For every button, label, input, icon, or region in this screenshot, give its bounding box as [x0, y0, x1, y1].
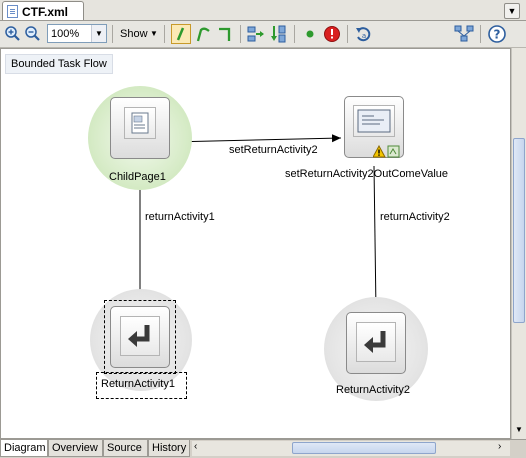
flow-edges	[136, 134, 380, 312]
scroll-left-icon[interactable]: ‹	[194, 441, 198, 452]
return-icon	[120, 316, 160, 356]
toolbar-separator	[240, 25, 241, 43]
toolbar-separator	[347, 25, 348, 43]
zoom-in-icon[interactable]	[4, 24, 22, 44]
tab-history[interactable]: History	[148, 440, 190, 457]
default-activity-icon[interactable]	[302, 24, 318, 44]
returnactivity2-node[interactable]	[346, 312, 406, 374]
editor-tab-title: CTF.xml	[22, 5, 69, 19]
tab-overview[interactable]: Overview	[48, 440, 103, 457]
refresh-icon[interactable]: a	[354, 24, 374, 44]
bounded-task-flow-label: Bounded Task Flow	[5, 54, 113, 74]
layout-vertical-icon[interactable]	[268, 24, 288, 44]
editor-tab-strip: CTF.xml ▼	[0, 0, 526, 21]
childpage1-node[interactable]	[110, 97, 170, 159]
edge-label-returnactivity1: returnActivity1	[145, 211, 215, 223]
setreturnactivity2outcomevalue-node[interactable]	[344, 96, 404, 158]
chevron-down-icon: ▼	[150, 29, 158, 38]
warning-icon	[373, 145, 400, 158]
horizontal-scroll-thumb[interactable]	[292, 442, 436, 454]
vertical-scrollbar[interactable]: ▼	[511, 48, 526, 439]
layout-icon[interactable]	[454, 24, 474, 44]
diagram-canvas[interactable]: Bounded Task Flow setReturnActivity2 ret…	[0, 48, 511, 439]
vertical-scroll-thumb[interactable]	[513, 138, 525, 323]
conditional-flow-icon[interactable]	[195, 24, 213, 44]
diagram-toolbar: 100% ▼ Show ▼	[0, 21, 526, 48]
editor-tab-ctf-xml[interactable]: CTF.xml	[2, 1, 84, 20]
node-label-childpage1: ChildPage1	[109, 171, 166, 183]
node-label-returnactivity2: ReturnActivity2	[336, 384, 410, 396]
show-menu-label: Show	[120, 28, 148, 40]
horizontal-scrollbar[interactable]: ‹ ›	[192, 441, 510, 456]
edge-setreturnactivity2[interactable]	[170, 134, 342, 143]
method-call-icon	[353, 105, 395, 137]
xml-file-icon	[7, 5, 18, 18]
tab-list-dropdown-icon[interactable]: ▼	[504, 3, 520, 19]
svg-text:a: a	[362, 32, 366, 40]
error-icon[interactable]	[323, 24, 341, 44]
zoom-level-value: 100%	[51, 28, 80, 40]
tab-diagram[interactable]: Diagram	[0, 440, 48, 457]
svg-text:?: ?	[494, 28, 501, 42]
scroll-down-icon[interactable]: ▼	[515, 425, 523, 434]
node-label-returnactivity1: ReturnActivity1	[101, 378, 175, 390]
tab-source[interactable]: Source	[103, 440, 148, 457]
control-flow-icon[interactable]	[171, 24, 191, 44]
node-label-setreturnactivity2outcomevalue: setReturnActivity2OutComeValue	[285, 168, 449, 180]
scroll-right-icon[interactable]: ›	[498, 441, 502, 452]
label-selection-outline	[96, 372, 187, 399]
wildcard-flow-icon[interactable]	[216, 24, 234, 44]
toolbar-separator	[164, 25, 165, 43]
toolbar-separator	[294, 25, 295, 43]
help-icon[interactable]: ?	[487, 24, 507, 44]
returnactivity1-node[interactable]	[110, 306, 170, 368]
layout-horizontal-icon[interactable]	[246, 24, 266, 44]
chevron-down-icon: ▼	[91, 25, 106, 42]
return-icon	[356, 322, 396, 362]
edge-returnactivity2[interactable]	[371, 165, 380, 312]
view-page-icon	[124, 107, 156, 139]
edge-label-returnactivity2: returnActivity2	[380, 211, 450, 223]
edge-label-setreturnactivity2: setReturnActivity2	[229, 144, 318, 156]
editor-bottom-tabs: Diagram Overview Source History ‹ ›	[0, 439, 526, 458]
zoom-out-icon[interactable]	[24, 24, 42, 44]
toolbar-separator	[112, 25, 113, 43]
toolbar-separator	[480, 25, 481, 43]
selection-outline	[104, 300, 176, 374]
zoom-level-select[interactable]: 100% ▼	[47, 24, 107, 43]
